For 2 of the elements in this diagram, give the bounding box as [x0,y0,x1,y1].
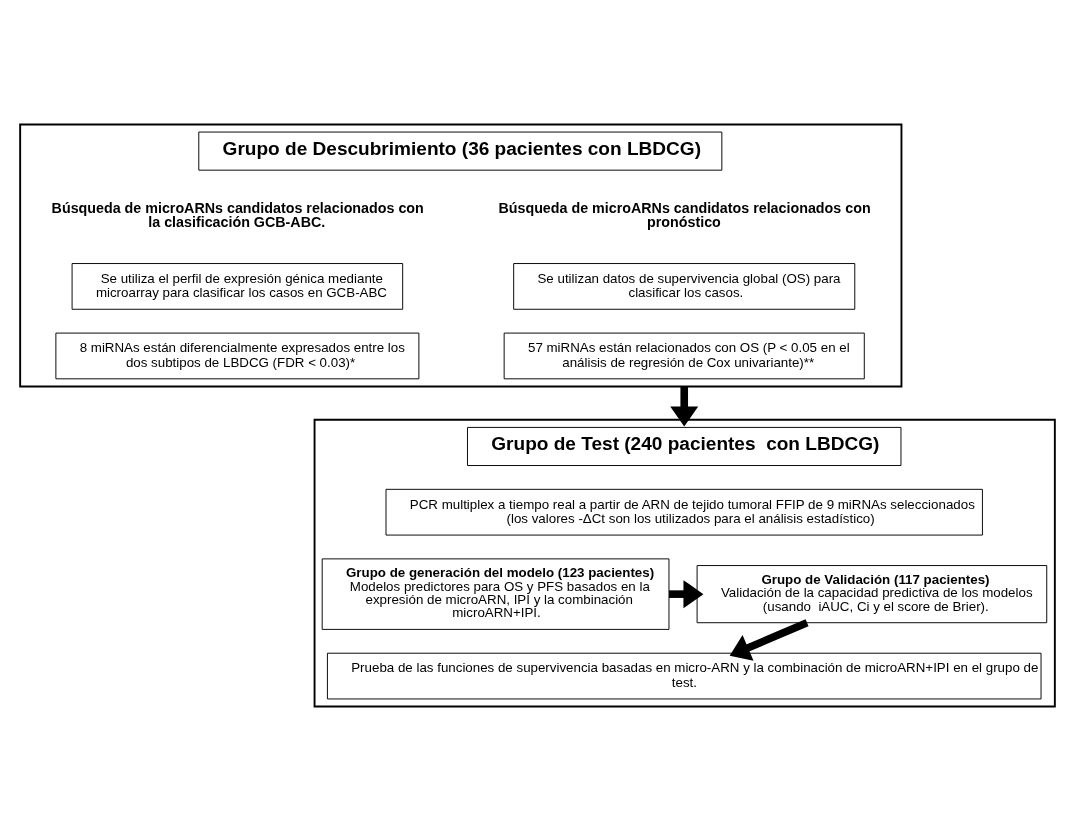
label: Búsqueda de microARNs candidatos relacionados con pronóstico [498,199,871,230]
label: Búsqueda de microARNs candidatos relacionados con la clasificación GCB-ABC. [51,199,424,230]
